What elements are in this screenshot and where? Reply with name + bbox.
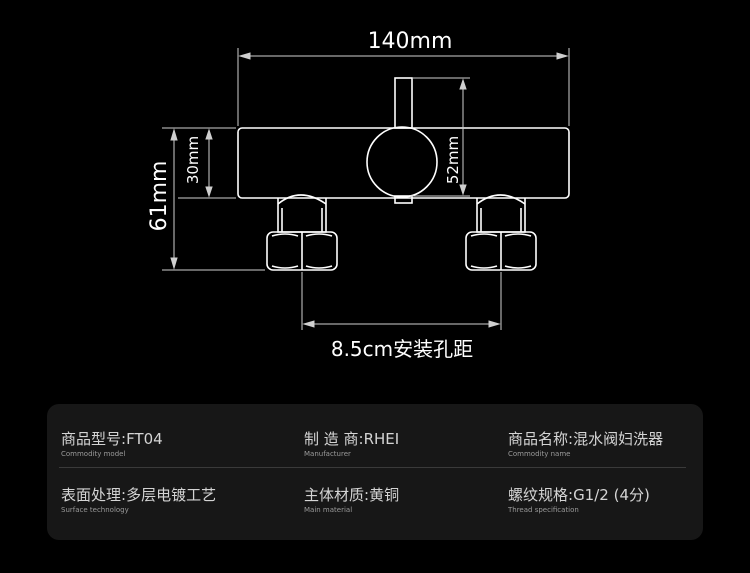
- dim-width-label: 140mm: [368, 29, 453, 54]
- spec-material-en: Main material: [304, 506, 353, 514]
- spec-thread: 螺纹规格: G1/2 (4分) Thread specification: [508, 484, 650, 514]
- valve-handle: [394, 77, 413, 129]
- spec-manufacturer-label: 制 造 商:: [304, 430, 364, 448]
- spec-name-label: 商品名称:: [508, 430, 574, 448]
- spec-manufacturer-en: Manufacturer: [304, 450, 351, 458]
- spec-surface-label: 表面处理:: [61, 486, 127, 504]
- spec-name-en: Commodity name: [508, 450, 571, 458]
- spec-material-value: 黄铜: [369, 486, 400, 504]
- dim-body-height-label: 30mm: [184, 136, 202, 184]
- valve-body: [237, 127, 570, 199]
- valve-drawing: 140mm 61mm 30mm 52mm 8.5cm安装孔距: [147, 29, 570, 361]
- spec-name-value: 混水阀妇洗器: [573, 430, 664, 448]
- spec-material-label: 主体材质:: [304, 486, 370, 504]
- spec-surface-en: Surface technology: [61, 506, 129, 514]
- spec-thread-value: G1/2 (4分): [573, 486, 650, 504]
- spec-name: 商品名称: 混水阀妇洗器 Commodity name: [508, 428, 663, 458]
- right-connector-neck: [476, 198, 526, 233]
- spec-model-en: Commodity model: [61, 450, 126, 458]
- spec-manufacturer: 制 造 商: RHEI Manufacturer: [304, 428, 399, 458]
- dim-total-height-label: 61mm: [147, 161, 172, 232]
- spec-model-label: 商品型号:: [61, 430, 127, 448]
- spec-model: 商品型号: FT04 Commodity model: [61, 428, 163, 458]
- dim-hole-spacing-label: 8.5cm安装孔距: [331, 337, 473, 361]
- spec-manufacturer-value: RHEI: [363, 430, 400, 448]
- spec-model-value: FT04: [126, 430, 163, 448]
- spec-panel: 商品型号: FT04 Commodity model 制 造 商: RHEI M…: [47, 404, 703, 540]
- spec-thread-en: Thread specification: [508, 506, 579, 514]
- spec-material: 主体材质: 黄铜 Main material: [304, 484, 399, 514]
- spec-surface: 表面处理: 多层电镀工艺 Surface technology: [61, 484, 216, 514]
- valve-bottom-tab: [394, 195, 413, 204]
- spec-thread-label: 螺纹规格:: [508, 486, 574, 504]
- dim-handle-height-label: 52mm: [444, 136, 462, 184]
- spec-surface-value: 多层电镀工艺: [126, 486, 217, 504]
- spec-divider: [59, 467, 686, 468]
- left-connector-neck: [277, 198, 327, 233]
- valve-knob: [366, 126, 438, 198]
